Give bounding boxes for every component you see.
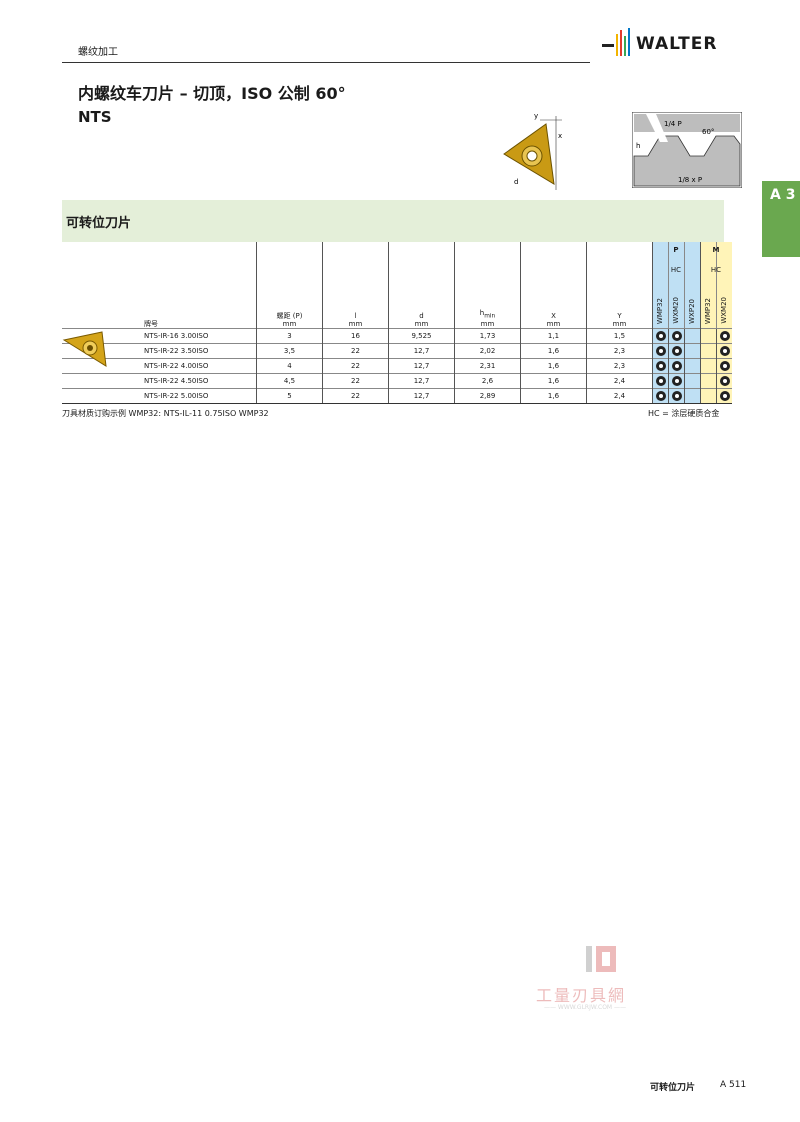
eighth-pitch-label: 1/8 x P (678, 176, 702, 184)
stock-icon (671, 361, 682, 371)
insert-drawing-icon: y x d (503, 112, 562, 190)
stock-icon (655, 331, 666, 341)
page-title: 内螺纹车刀片 – 切顶，ISO 公制 60° (78, 84, 346, 103)
grade-col-1: P HC WMP32 (652, 242, 681, 329)
stock-icon (719, 391, 730, 401)
watermark-url: —— WWW.GLRJW.COM —— (544, 1004, 627, 1011)
watermark-logo-icon (586, 946, 616, 972)
grade-col-5: WXM20 (716, 242, 732, 329)
col-pitch: 螺距 (P)mm (256, 242, 323, 329)
logo-bars-icon (602, 28, 630, 56)
grade-col-4: M HC WMP32 (700, 242, 721, 329)
stock-icon (671, 376, 682, 386)
col-name: 牌号 (62, 242, 257, 329)
dim-y-label: y (534, 112, 538, 120)
walter-logo: WALTER (600, 26, 740, 60)
insert-photo-icon (62, 331, 107, 367)
stock-icon (719, 361, 730, 371)
header-rule (62, 62, 590, 63)
stock-icon (719, 376, 730, 386)
h-label: h (636, 142, 640, 150)
section-band-title: 可转位刀片 (66, 216, 132, 231)
stock-icon (655, 376, 666, 386)
chapter-tab-label: A 3 (770, 187, 796, 203)
dim-d-label: d (514, 178, 518, 186)
angle-label: 60° (702, 128, 714, 136)
stock-icon (655, 391, 666, 401)
footer-label: 可转位刀片 (650, 1083, 696, 1093)
stock-icon (671, 391, 682, 401)
watermark-text: 工量刃具網 (536, 986, 627, 1005)
thread-profile-drawing: 1/4 P h 60° 1/8 x P (632, 112, 742, 188)
watermark: 工量刃具網 —— WWW.GLRJW.COM —— (536, 942, 676, 1016)
stock-icon (655, 346, 666, 356)
stock-icon (719, 331, 730, 341)
stock-icon (655, 361, 666, 371)
dim-x-label: x (558, 132, 562, 140)
stock-icon (719, 346, 730, 356)
grade-col-2: WXM20 (668, 242, 685, 329)
page-number: A 511 (720, 1080, 747, 1090)
page-subtitle: NTS (78, 108, 112, 126)
order-example-note: 刀具材质订购示例 WMP32: NTS-IL-11 0.75ISO WMP32 (62, 409, 269, 418)
chapter-tab[interactable]: A 3 (762, 181, 800, 257)
section-band: 可转位刀片 (62, 200, 724, 242)
brand-name: WALTER (636, 34, 718, 54)
section-label: 螺纹加工 (78, 47, 118, 58)
quarter-pitch-label: 1/4 P (664, 120, 682, 128)
grade-col-3: WXP20 (684, 242, 701, 329)
hc-legend-note: HC = 涂层硬质合金 (648, 409, 720, 418)
stock-icon (671, 346, 682, 356)
stock-icon (671, 331, 682, 341)
